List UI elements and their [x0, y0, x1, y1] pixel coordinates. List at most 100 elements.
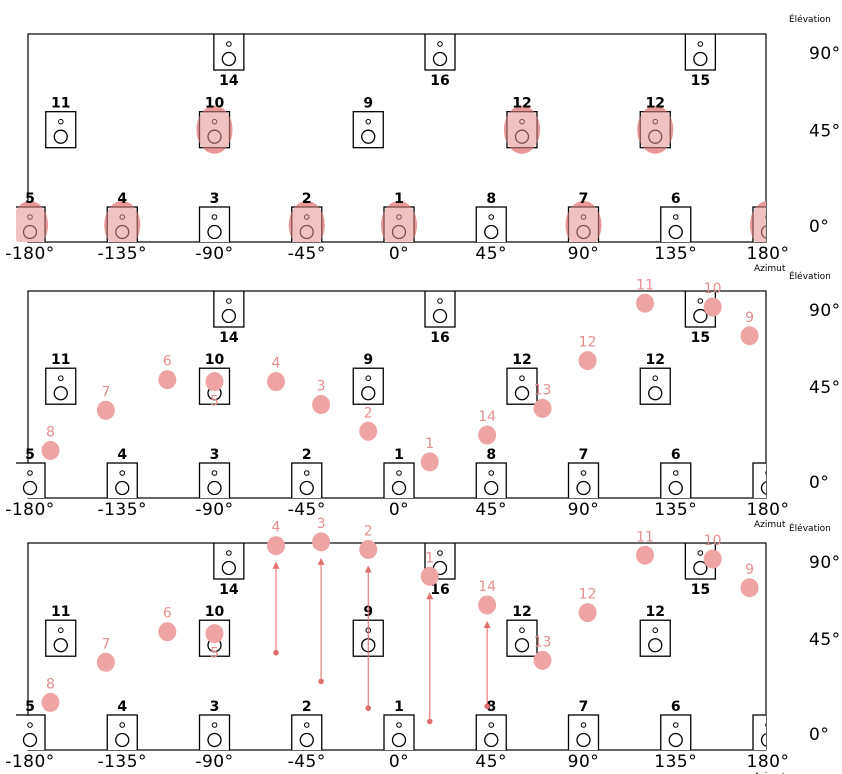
woofer-icon: [648, 386, 663, 401]
loudspeaker: [660, 206, 692, 242]
speaker-label: 2: [302, 191, 312, 207]
virtual-source-label: 7: [101, 384, 110, 400]
loudspeaker: [45, 367, 77, 405]
x-tick-label: 90°: [568, 244, 600, 264]
woofer-icon: [668, 224, 683, 240]
virtual-source-label: 8: [46, 676, 55, 692]
virtual-source: [312, 395, 331, 415]
virtual-source: [740, 578, 759, 598]
x-tick-label: 45°: [475, 500, 507, 520]
speaker-label: 2: [302, 447, 312, 463]
virtual-source: [205, 624, 224, 644]
loudspeaker: [213, 291, 245, 328]
virtual-source-label: 5: [210, 646, 219, 662]
elevation-shift-arrow: [272, 561, 280, 656]
tweeter-icon: [697, 298, 704, 304]
speaker-label: 4: [117, 447, 127, 463]
speakers: [16, 291, 766, 498]
virtual-source: [267, 536, 285, 556]
woofer-icon: [484, 732, 499, 748]
virtual-source: [41, 440, 60, 460]
x-axis-title: Azimut: [754, 520, 786, 530]
tweeter-icon: [211, 470, 218, 476]
loudspeaker: [198, 206, 231, 242]
tweeter-icon: [672, 470, 679, 476]
tweeter-icon: [226, 550, 232, 556]
x-axis-title: Azimut: [754, 264, 786, 274]
speaker-label: 1: [394, 447, 404, 463]
woofer-icon: [53, 638, 68, 653]
woofer-icon: [693, 51, 708, 67]
y-tick-label: 45°: [809, 630, 841, 650]
speaker-label: 15: [691, 582, 710, 598]
woofer-icon: [299, 732, 314, 748]
woofer-icon: [207, 732, 222, 748]
woofer-icon: [668, 480, 683, 496]
virtual-source-label: 10: [704, 281, 722, 297]
tweeter-icon: [119, 470, 126, 476]
speaker-label: 10: [205, 352, 225, 368]
virtual-source-label: 13: [534, 382, 552, 398]
tweeter-icon: [437, 298, 443, 304]
loudspeaker: [45, 619, 77, 657]
speaker-label: 12: [646, 96, 665, 112]
x-tick-label: -90°: [195, 752, 233, 772]
loudspeaker: [639, 367, 671, 405]
virtual-source: [158, 622, 177, 642]
speaker-highlight-overlay: [196, 105, 233, 154]
speaker-label: 12: [512, 96, 531, 112]
woofer-icon: [391, 480, 407, 496]
tweeter-icon: [580, 722, 587, 728]
x-tick-label: 180°: [747, 244, 790, 264]
speaker-label: 7: [579, 699, 589, 715]
speaker-label: 2: [302, 699, 312, 715]
y-tick-label: 90°: [809, 44, 841, 64]
y-tick-label: 45°: [809, 378, 841, 398]
speaker-highlight-overlay: [750, 201, 766, 242]
loudspeaker: [752, 714, 766, 750]
x-tick-label: 180°: [747, 500, 790, 520]
x-tick-label: -180°: [5, 244, 55, 264]
tweeter-icon: [303, 722, 310, 728]
woofer-icon: [221, 560, 237, 576]
woofer-icon: [221, 308, 237, 324]
y-axis-title: Élévation: [789, 270, 831, 282]
x-tick-label: -180°: [5, 752, 55, 772]
y-tick-label: 0°: [809, 217, 829, 237]
x-tick-label: 135°: [654, 244, 697, 264]
speaker-label: 3: [210, 699, 220, 715]
tweeter-icon: [488, 722, 495, 728]
tweeter-icon: [57, 375, 64, 382]
speaker-highlight-overlay: [288, 201, 325, 242]
woofer-icon: [115, 480, 130, 496]
virtual-source: [636, 545, 654, 565]
virtual-source: [533, 650, 552, 670]
tweeter-icon: [57, 627, 64, 634]
speaker-highlight-overlay: [381, 201, 417, 242]
x-tick-label: 45°: [475, 244, 507, 264]
woofer-icon: [668, 732, 683, 748]
speaker-label: 1: [394, 191, 404, 207]
x-tick-label: 90°: [568, 752, 600, 772]
x-tick-label: 45°: [475, 752, 507, 772]
tweeter-icon: [437, 550, 443, 556]
loudspeaker: [506, 619, 538, 657]
x-tick-label: 0°: [389, 500, 409, 520]
y-axis-title: Élévation: [789, 522, 831, 534]
virtual-source: [359, 421, 378, 441]
speakers: [16, 543, 766, 750]
tweeter-icon: [211, 214, 218, 220]
loudspeaker: [198, 462, 231, 498]
tweeter-icon: [519, 627, 525, 634]
woofer-icon: [115, 732, 130, 748]
virtual-source: [267, 372, 285, 392]
woofer-icon: [432, 308, 448, 324]
loudspeaker: [475, 462, 507, 498]
virtual-source-label: 4: [272, 520, 281, 536]
x-tick-label: 135°: [654, 752, 697, 772]
loudspeaker: [213, 543, 245, 580]
loudspeaker: [752, 462, 766, 498]
x-tick-label: -135°: [97, 244, 147, 264]
